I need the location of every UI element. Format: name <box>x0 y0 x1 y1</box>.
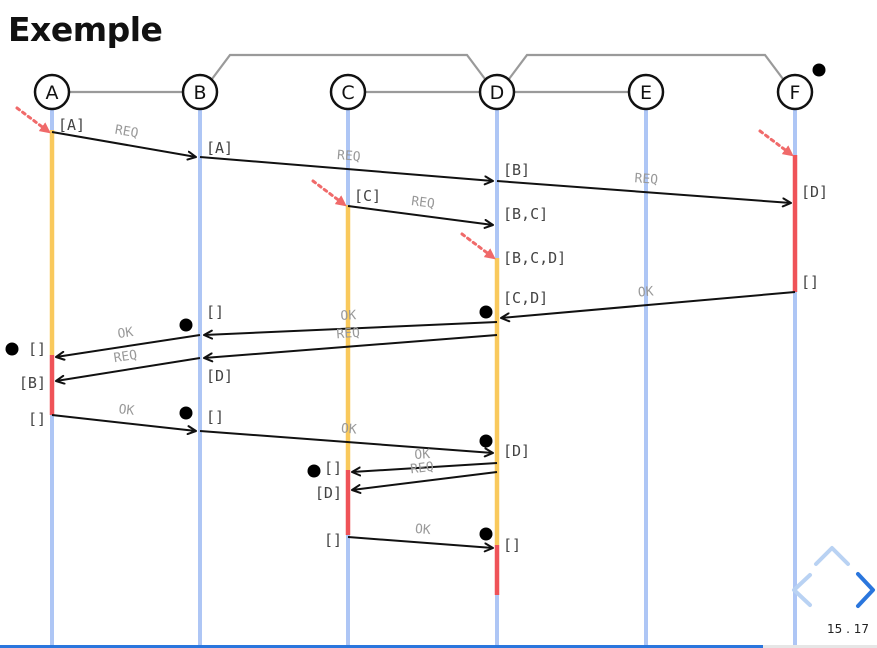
message-label-12: REQ <box>410 460 435 478</box>
node-circle-E <box>627 73 665 111</box>
termination-dot-A-3 <box>5 342 19 356</box>
state-label-F-7: [] <box>801 273 819 291</box>
node-circle-D <box>478 73 516 111</box>
slide-number: 15 . 17 <box>827 622 869 636</box>
termination-dot-B-2 <box>179 318 193 332</box>
message-label-3: REQ <box>410 194 435 212</box>
message-C-D-3 <box>347 205 494 229</box>
message-label-8: REQ <box>113 348 139 366</box>
page-title: Exemple <box>8 10 163 49</box>
state-label-D-19: [] <box>503 536 521 554</box>
node-timelines <box>50 109 797 645</box>
chevron-left-icon[interactable] <box>786 572 816 608</box>
termination-dot-C-6 <box>307 464 321 478</box>
message-label-9: OK <box>118 402 135 419</box>
message-label-7: OK <box>117 325 135 342</box>
node-C: C <box>329 73 367 111</box>
tree-edge-D-F <box>508 53 784 80</box>
node-label-E: E <box>640 82 652 104</box>
node-label-F: F <box>790 82 801 104</box>
message-label-13: OK <box>414 522 431 538</box>
progress-track <box>0 645 877 648</box>
state-label-D-5: [B,C] <box>503 205 548 223</box>
node-label-A: A <box>46 82 59 104</box>
message-F-D-4 <box>500 291 796 323</box>
node-state-segments <box>49 130 798 595</box>
tree-edge-B-D <box>211 53 486 80</box>
message-A-B-0 <box>51 131 197 161</box>
initiator-arrow-A <box>15 106 51 134</box>
message-B-D-1 <box>199 156 494 186</box>
progress-bar <box>0 645 763 648</box>
node-label-C: C <box>341 82 354 104</box>
node-label-B: B <box>193 82 206 104</box>
termination-dot-F-0 <box>812 63 826 77</box>
termination-dot-D-5 <box>479 434 493 448</box>
spanning-tree-edges <box>69 53 784 94</box>
message-B-D-10 <box>199 430 494 458</box>
state-label-C-4: [C] <box>354 187 381 205</box>
initiator-arrows <box>15 106 794 260</box>
state-label-A-0: [A] <box>58 116 85 134</box>
state-label-D-2: [B] <box>503 161 530 179</box>
message-label-2: REQ <box>634 171 659 188</box>
node-circle-C <box>329 73 367 111</box>
chevron-right-icon[interactable] <box>852 570 877 610</box>
node-label-D: D <box>490 82 505 104</box>
state-label-D-15: [D] <box>503 442 530 460</box>
termination-dot-D-7 <box>479 527 493 541</box>
message-C-D-13 <box>347 536 494 553</box>
termination-dot-D-1 <box>479 305 493 319</box>
state-label-B-9: [] <box>206 303 224 321</box>
node-circles: A B C D E F <box>33 73 814 111</box>
node-circle-A <box>33 73 71 111</box>
state-label-D-8: [C,D] <box>503 289 548 307</box>
message-D-C-12 <box>351 471 498 494</box>
node-circle-B <box>181 73 219 111</box>
message-D-C-11 <box>351 462 498 477</box>
message-label-4: OK <box>637 284 654 300</box>
state-label-A-13: [] <box>28 410 46 428</box>
message-B-A-8 <box>55 357 201 385</box>
termination-dots <box>5 63 826 541</box>
state-label-F-3: [D] <box>801 183 828 201</box>
state-label-C-18: [] <box>324 531 342 549</box>
state-label-C-16: [] <box>324 459 342 477</box>
message-D-B-5 <box>203 321 498 340</box>
message-A-B-9 <box>51 414 197 436</box>
state-label-C-17: [D] <box>315 484 342 502</box>
node-A: A <box>33 73 71 111</box>
node-D: D <box>478 73 516 111</box>
message-label-11: OK <box>414 447 431 463</box>
message-label-1: REQ <box>336 148 361 165</box>
chevron-up-icon[interactable] <box>812 542 852 568</box>
state-label-D-6: [B,C,D] <box>503 249 566 267</box>
message-D-B-6 <box>203 334 498 363</box>
node-F: F <box>776 73 814 111</box>
message-label-10: OK <box>340 421 357 437</box>
message-D-F-2 <box>496 180 792 208</box>
initiator-arrow-F <box>758 129 794 157</box>
state-label-A-10: [] <box>28 340 46 358</box>
termination-dot-B-4 <box>179 406 193 420</box>
message-label-0: REQ <box>114 123 140 142</box>
node-E: E <box>627 73 665 111</box>
state-labels: [A] [A] [B] [D] [C] [B,C] [B,C,D] [] [C,D] [] [] [D… <box>19 116 828 554</box>
message-B-A-7 <box>55 334 201 361</box>
node-B: B <box>181 73 219 111</box>
node-circle-F <box>776 73 814 111</box>
state-label-B-1: [A] <box>206 139 233 157</box>
message-label-5: OK <box>340 308 356 324</box>
state-label-B-11: [D] <box>206 367 233 385</box>
initiator-arrow-D <box>460 232 496 260</box>
state-label-A-12: [B] <box>19 374 46 392</box>
initiator-arrow-C <box>311 179 347 207</box>
message-label-6: REQ <box>336 326 361 343</box>
state-label-B-14: [] <box>206 408 224 426</box>
